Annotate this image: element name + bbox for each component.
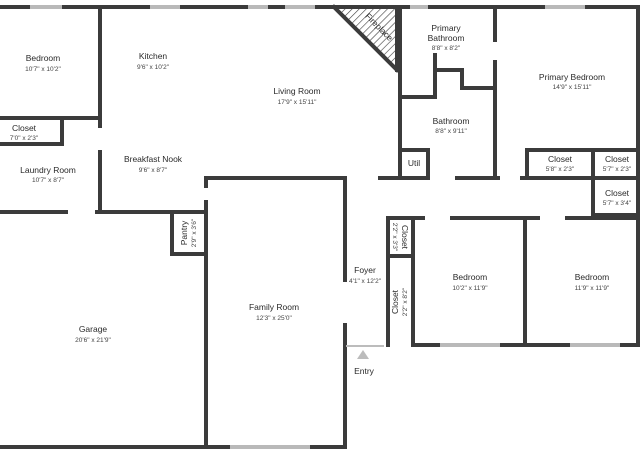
room-label-closet-mid: Closet 5'8" x 2'3"	[546, 154, 575, 173]
room-name: Garage	[79, 324, 108, 334]
room-dims: 5'7" x 2'3"	[603, 166, 632, 173]
room-name: Foyer	[354, 265, 376, 275]
room-dims: 17'9" x 15'11"	[278, 99, 317, 106]
room-dims: 10'7" x 8'7"	[32, 177, 65, 184]
room-dims: 20'6" x 21'9"	[75, 337, 111, 344]
room-name: Kitchen	[139, 51, 168, 61]
room-name: Breakfast Nook	[124, 154, 183, 164]
room-name: Closet	[605, 188, 630, 198]
room-dims: 2'9" x 3'6"	[191, 218, 198, 247]
room-name: Closet	[548, 154, 573, 164]
room-label-closet-right-bottom: Closet 5'7" x 3'4"	[603, 188, 632, 207]
room-dims: 10'7" x 10'2"	[25, 66, 61, 73]
room-dims: 4'1" x 12'2"	[349, 278, 382, 285]
door-openings	[68, 42, 565, 221]
room-name: Closet	[390, 289, 400, 314]
entry-arrow-icon	[357, 350, 369, 359]
room-name: Primary	[431, 23, 461, 33]
room-label-closet-v-top: Closet 2'2" x 3'3"	[391, 223, 410, 252]
room-label-primary-bedroom: Primary Bedroom 14'9" x 15'11"	[539, 72, 605, 91]
room-label-laundry-room: Laundry Room 10'7" x 8'7"	[20, 165, 76, 184]
room-name: Pantry	[179, 220, 189, 245]
room-label-closet-left: Closet 7'0" x 2'3"	[10, 123, 39, 142]
room-label-garage: Garage 20'6" x 21'9"	[75, 324, 111, 344]
room-label-bedroom-mid: Bedroom 10'2" x 11'9"	[452, 272, 488, 292]
room-dims: 5'7" x 3'4"	[603, 200, 632, 207]
room-label-living-room: Living Room 17'9" x 15'11"	[273, 86, 320, 106]
room-dims: 8'8" x 9'11"	[435, 128, 467, 135]
room-dims: 9'6" x 8'7"	[139, 167, 168, 174]
room-name: Bedroom	[575, 272, 610, 282]
room-name: Family Room	[249, 302, 299, 312]
room-name: Bedroom	[453, 272, 488, 282]
entry-label: Entry	[354, 366, 375, 376]
room-name: Living Room	[273, 86, 320, 96]
windows	[30, 5, 620, 449]
room-dims: 2'2" x 8'2"	[402, 287, 409, 316]
room-name-primary-bathroom-line2: Bathroom	[428, 33, 465, 43]
room-label-foyer: Foyer 4'1" x 12'2"	[349, 265, 382, 285]
room-dims: 8'8" x 8'2"	[432, 45, 461, 52]
room-label-primary-bathroom: Primary 8'8" x 8'2"	[431, 23, 461, 52]
room-dims: 2'2" x 3'3"	[391, 223, 398, 252]
room-name-util: Util	[408, 158, 420, 168]
room-dims: 9'6" x 10'2"	[137, 64, 170, 71]
walls	[0, 4, 640, 449]
room-label-bathroom: Bathroom 8'8" x 9'11"	[433, 116, 470, 135]
room-label-family-room: Family Room 12'3" x 25'0"	[249, 302, 299, 322]
room-name: Bedroom	[26, 53, 61, 63]
room-name: Closet	[605, 154, 630, 164]
room-label-closet-right-top: Closet 5'7" x 2'3"	[603, 154, 632, 173]
room-dims: 7'0" x 2'3"	[10, 135, 39, 142]
room-dims: 12'3" x 25'0"	[256, 315, 292, 322]
room-name: Closet	[12, 123, 37, 133]
room-label-bedroom-nw: Bedroom 10'7" x 10'2"	[25, 53, 61, 73]
room-label-pantry: Pantry 2'9" x 3'6"	[179, 218, 198, 247]
room-label-closet-v-bottom: Closet 2'2" x 8'2"	[390, 287, 409, 316]
room-name: Bathroom	[433, 116, 470, 126]
room-label-bedroom-right: Bedroom 11'9" x 11'9"	[575, 272, 610, 292]
room-dims: 14'9" x 15'11"	[553, 84, 592, 91]
room-name: Closet	[400, 225, 410, 250]
room-dims: 10'2" x 11'9"	[452, 285, 488, 292]
room-name: Primary Bedroom	[539, 72, 605, 82]
room-dims: 11'9" x 11'9"	[575, 285, 610, 292]
room-label-breakfast-nook: Breakfast Nook 9'6" x 8'7"	[124, 154, 183, 174]
room-label-kitchen: Kitchen 9'6" x 10'2"	[137, 51, 170, 71]
room-dims: 5'8" x 2'3"	[546, 166, 575, 173]
room-name: Laundry Room	[20, 165, 76, 175]
